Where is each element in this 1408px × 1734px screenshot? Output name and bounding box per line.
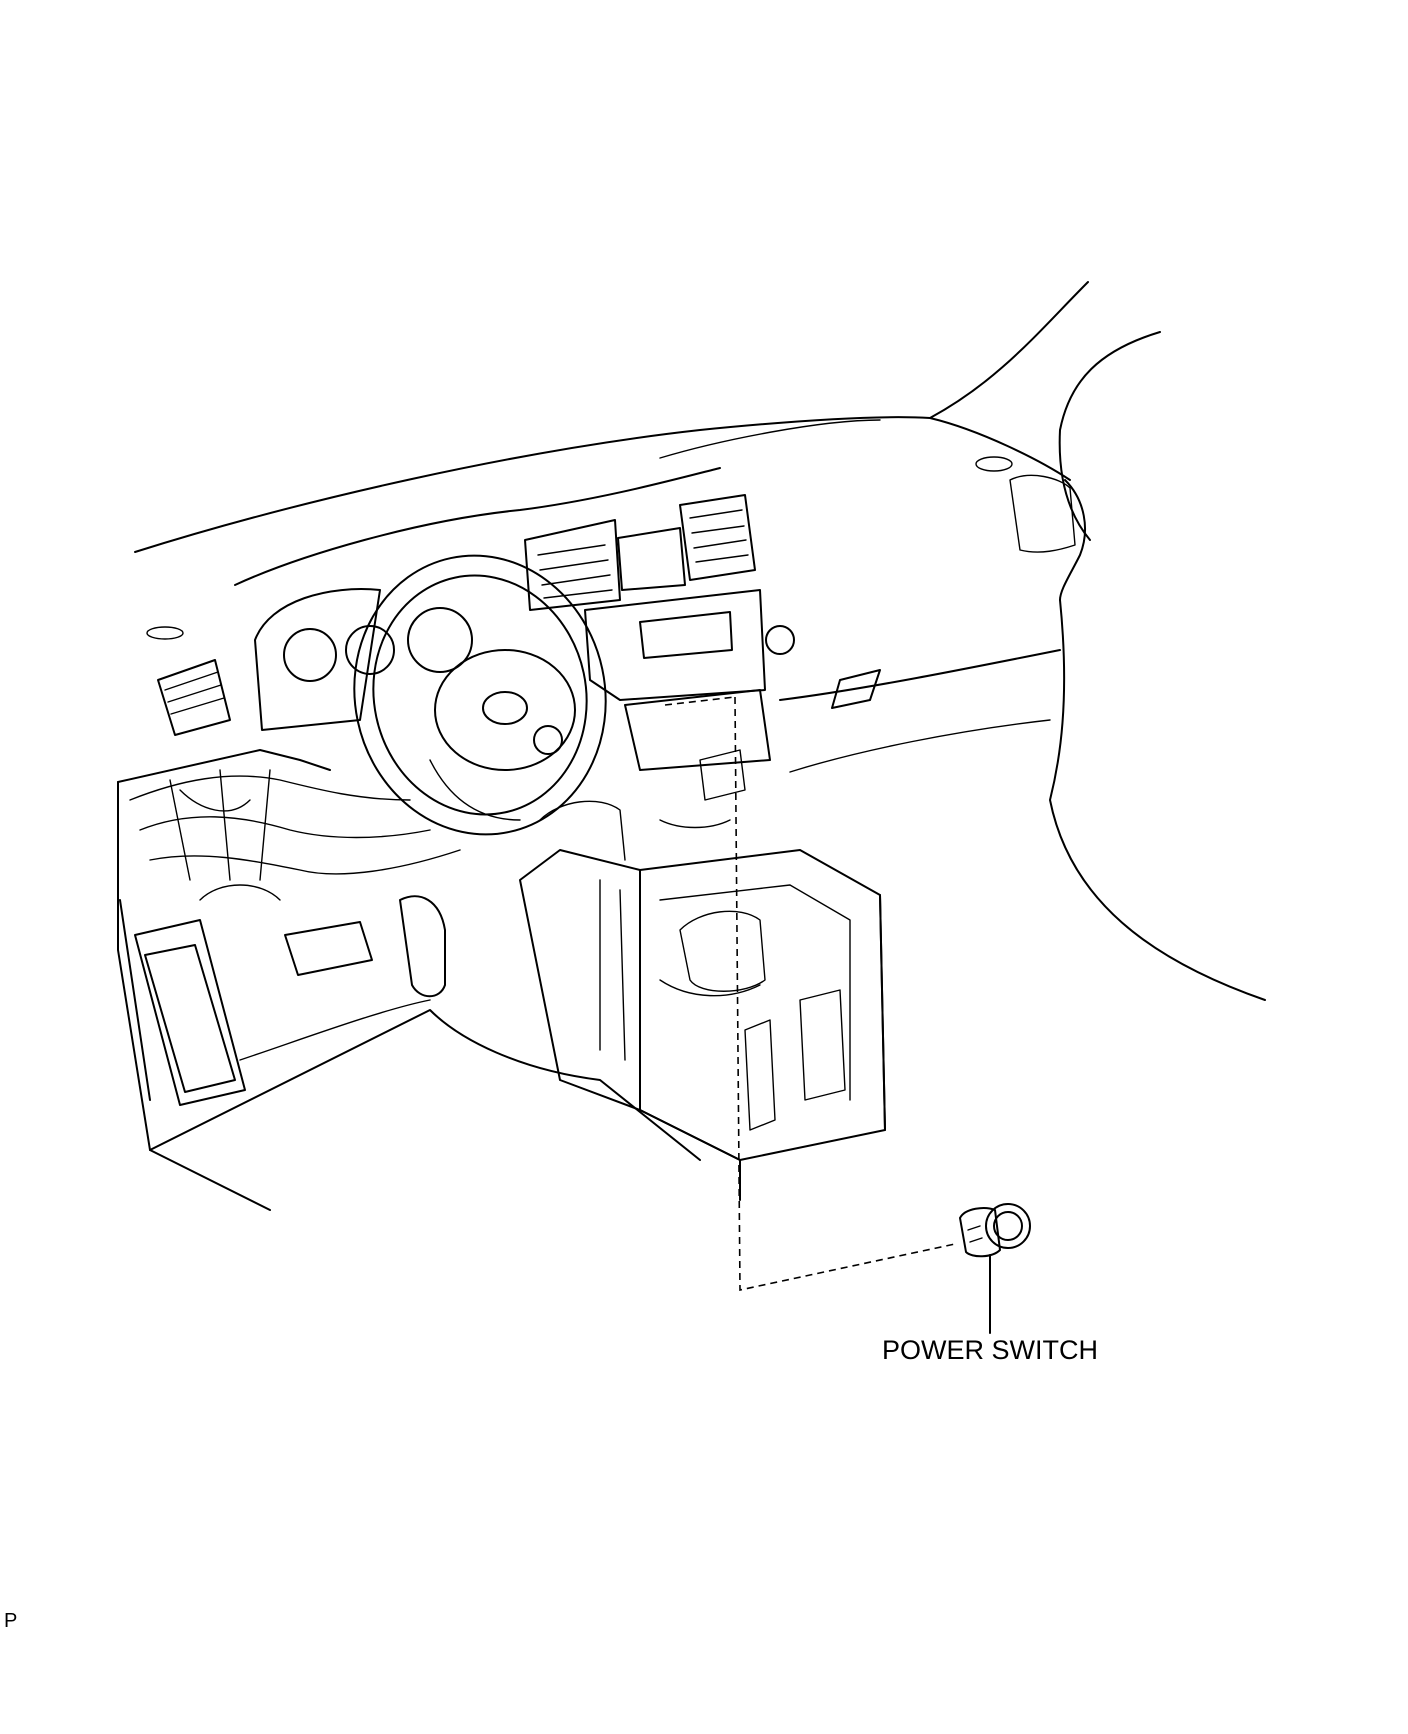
center-console — [519, 749, 886, 1201]
corner-mark: P — [4, 1610, 18, 1632]
windshield-outline — [929, 281, 1161, 541]
pedals — [149, 895, 701, 1161]
center-stack — [524, 494, 795, 771]
power-switch-icon — [959, 1203, 1031, 1258]
under-dash-harness — [119, 769, 461, 1106]
driver-side-dash — [117, 626, 331, 1211]
dashboard-top — [134, 416, 1086, 601]
steering-wheel-icon — [353, 554, 607, 836]
leader-dashed-line — [664, 696, 956, 1291]
passenger-side-dash — [779, 456, 1266, 1001]
instrument-cluster — [254, 588, 473, 731]
power-switch-callout-label: POWER SWITCH — [882, 1335, 1098, 1365]
